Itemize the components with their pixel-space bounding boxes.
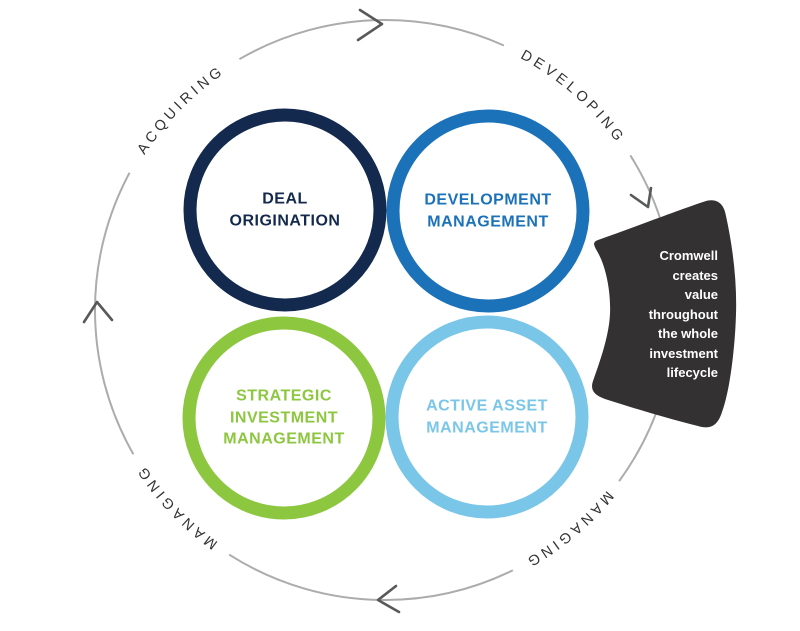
development-management-ring [386, 109, 590, 313]
active-asset-management-label: ACTIVE ASSET MANAGEMENT [426, 397, 548, 436]
strategic-investment-management-label: STRATEGIC INVESTMENT MANAGEMENT [223, 387, 345, 448]
value-badge-text: Cromwell creates value throughout the wh… [648, 248, 718, 380]
cycle-arrow-top-icon [356, 8, 384, 42]
value-badge-shape [592, 200, 737, 428]
active-asset-management-ring [385, 315, 589, 519]
deal-origination-ring [183, 108, 387, 312]
cycle-arrow-left-icon [82, 300, 114, 324]
development-management-label: DEVELOPMENT MANAGEMENT [424, 191, 552, 230]
cycle-arrow-bottom-icon [376, 584, 401, 614]
cycle-arrow-badge-icon [629, 186, 653, 209]
strategic-investment-management-ring [182, 316, 386, 520]
deal-origination-label: DEAL ORIGINATION [229, 190, 341, 229]
